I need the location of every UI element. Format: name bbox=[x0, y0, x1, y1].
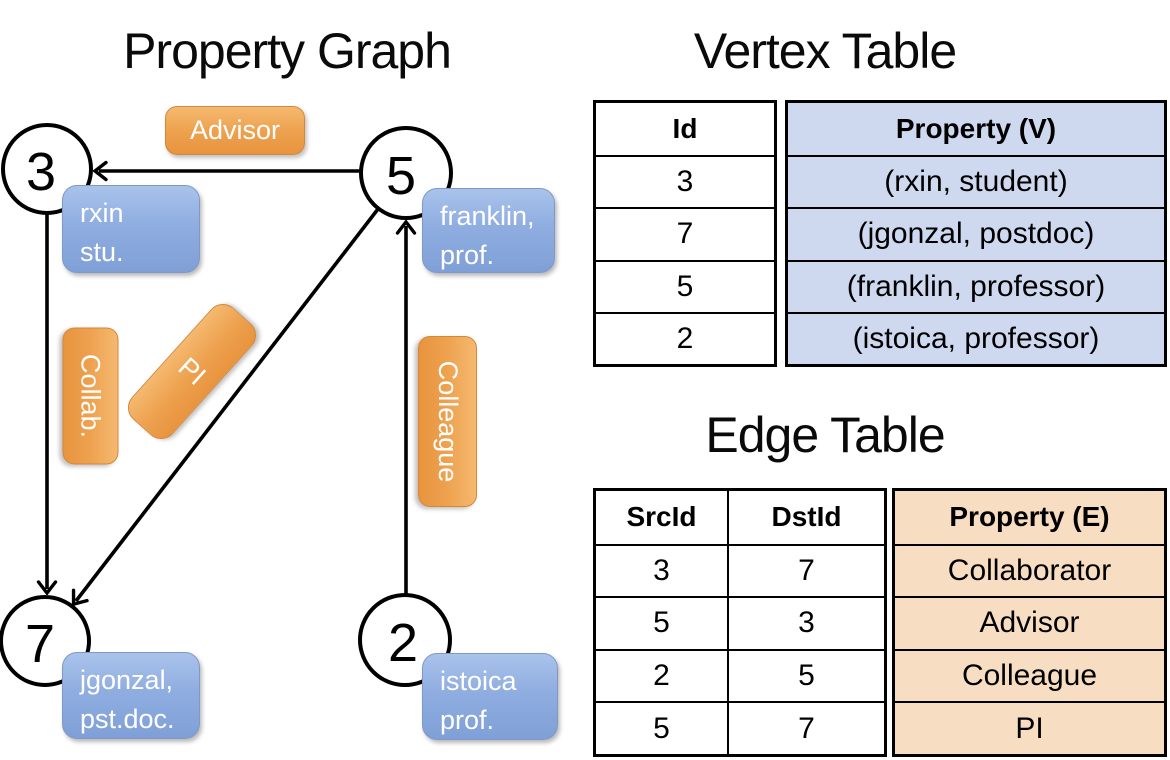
edge-dst-cell: 7 bbox=[727, 703, 884, 754]
vertex-property-cell: (jgonzal, postdoc) bbox=[788, 207, 1164, 260]
vertex-property-cell: (istoica, professor) bbox=[788, 311, 1164, 364]
edge-label-advisor: Advisor bbox=[165, 106, 305, 155]
edge-table-property-column: Property (E) Collaborator Advisor Collea… bbox=[892, 488, 1167, 757]
edge-table-header-property: Property (E) bbox=[895, 491, 1164, 544]
edge-dst-cell: 7 bbox=[727, 545, 884, 597]
vertex-prop-line: prof. bbox=[440, 705, 495, 736]
edge-dst-cell: 5 bbox=[727, 650, 884, 702]
edge-label-collab: Collab. bbox=[62, 327, 119, 465]
edge-label-colleague: Colleague bbox=[418, 336, 477, 507]
vertex-id-cell: 7 bbox=[596, 207, 774, 259]
vertex-id-cell: 3 bbox=[596, 155, 774, 207]
vertex-prop-line: franklin, bbox=[440, 201, 535, 231]
vertex-prop-box-2: istoica prof. bbox=[422, 653, 558, 740]
edge-src-cell: 5 bbox=[653, 606, 670, 640]
vertex-prop-line: jgonzal, bbox=[80, 665, 174, 695]
vertex-table-header-id: Id bbox=[672, 113, 698, 145]
vertex-table-id-column: Id 3 7 5 2 bbox=[593, 100, 777, 367]
edge-src-cell: 3 bbox=[653, 553, 670, 587]
vertex-prop-line: rxin bbox=[80, 198, 124, 228]
node-id-5: 5 bbox=[385, 146, 417, 206]
vertex-prop-line: pst.doc. bbox=[80, 704, 175, 735]
vertex-prop-line: stu. bbox=[80, 237, 124, 268]
vertex-table-property-column: Property (V) (rxin, student) (jgonzal, p… bbox=[785, 100, 1167, 367]
property-graph-title: Property Graph bbox=[123, 23, 452, 79]
edge-src-cell: 5 bbox=[653, 711, 670, 745]
vertex-property-cell: (rxin, student) bbox=[788, 155, 1164, 208]
node-id-2: 2 bbox=[387, 613, 419, 673]
edge-table-header-dstid: DstId bbox=[727, 491, 884, 544]
vertex-prop-line: istoica bbox=[440, 666, 517, 696]
edge-table-title: Edge Table bbox=[705, 407, 945, 463]
vertex-prop-box-3: rxin stu. bbox=[62, 185, 200, 273]
node-id-3: 3 bbox=[25, 142, 57, 202]
vertex-id-cell: 2 bbox=[596, 311, 774, 364]
vertex-prop-line: prof. bbox=[440, 240, 495, 271]
edge-src-cell: 2 bbox=[653, 659, 670, 693]
vertex-table-title: Vertex Table bbox=[693, 23, 957, 79]
node-id-7: 7 bbox=[24, 614, 56, 674]
edge-table-header-srcid: SrcId bbox=[626, 501, 697, 533]
vertex-prop-box-7: jgonzal, pst.doc. bbox=[62, 652, 200, 739]
edge-label-pi-text: PI bbox=[172, 351, 212, 391]
vertex-prop-box-5: franklin, prof. bbox=[422, 188, 555, 273]
edge-property-cell: Collaborator bbox=[895, 543, 1164, 597]
edge-property-cell: PI bbox=[895, 701, 1164, 754]
edge-table-id-columns: SrcId DstId 3 7 5 3 2 5 5 7 bbox=[593, 488, 887, 757]
edge-property-cell: Colleague bbox=[895, 648, 1164, 702]
vertex-property-cell: (franklin, professor) bbox=[788, 259, 1164, 312]
vertex-table-header-property: Property (V) bbox=[788, 103, 1164, 156]
edge-property-cell: Advisor bbox=[895, 596, 1164, 649]
vertex-id-cell: 5 bbox=[596, 259, 774, 312]
edge-dst-cell: 3 bbox=[727, 598, 884, 649]
edge-pi-5-to-7 bbox=[76, 207, 380, 601]
